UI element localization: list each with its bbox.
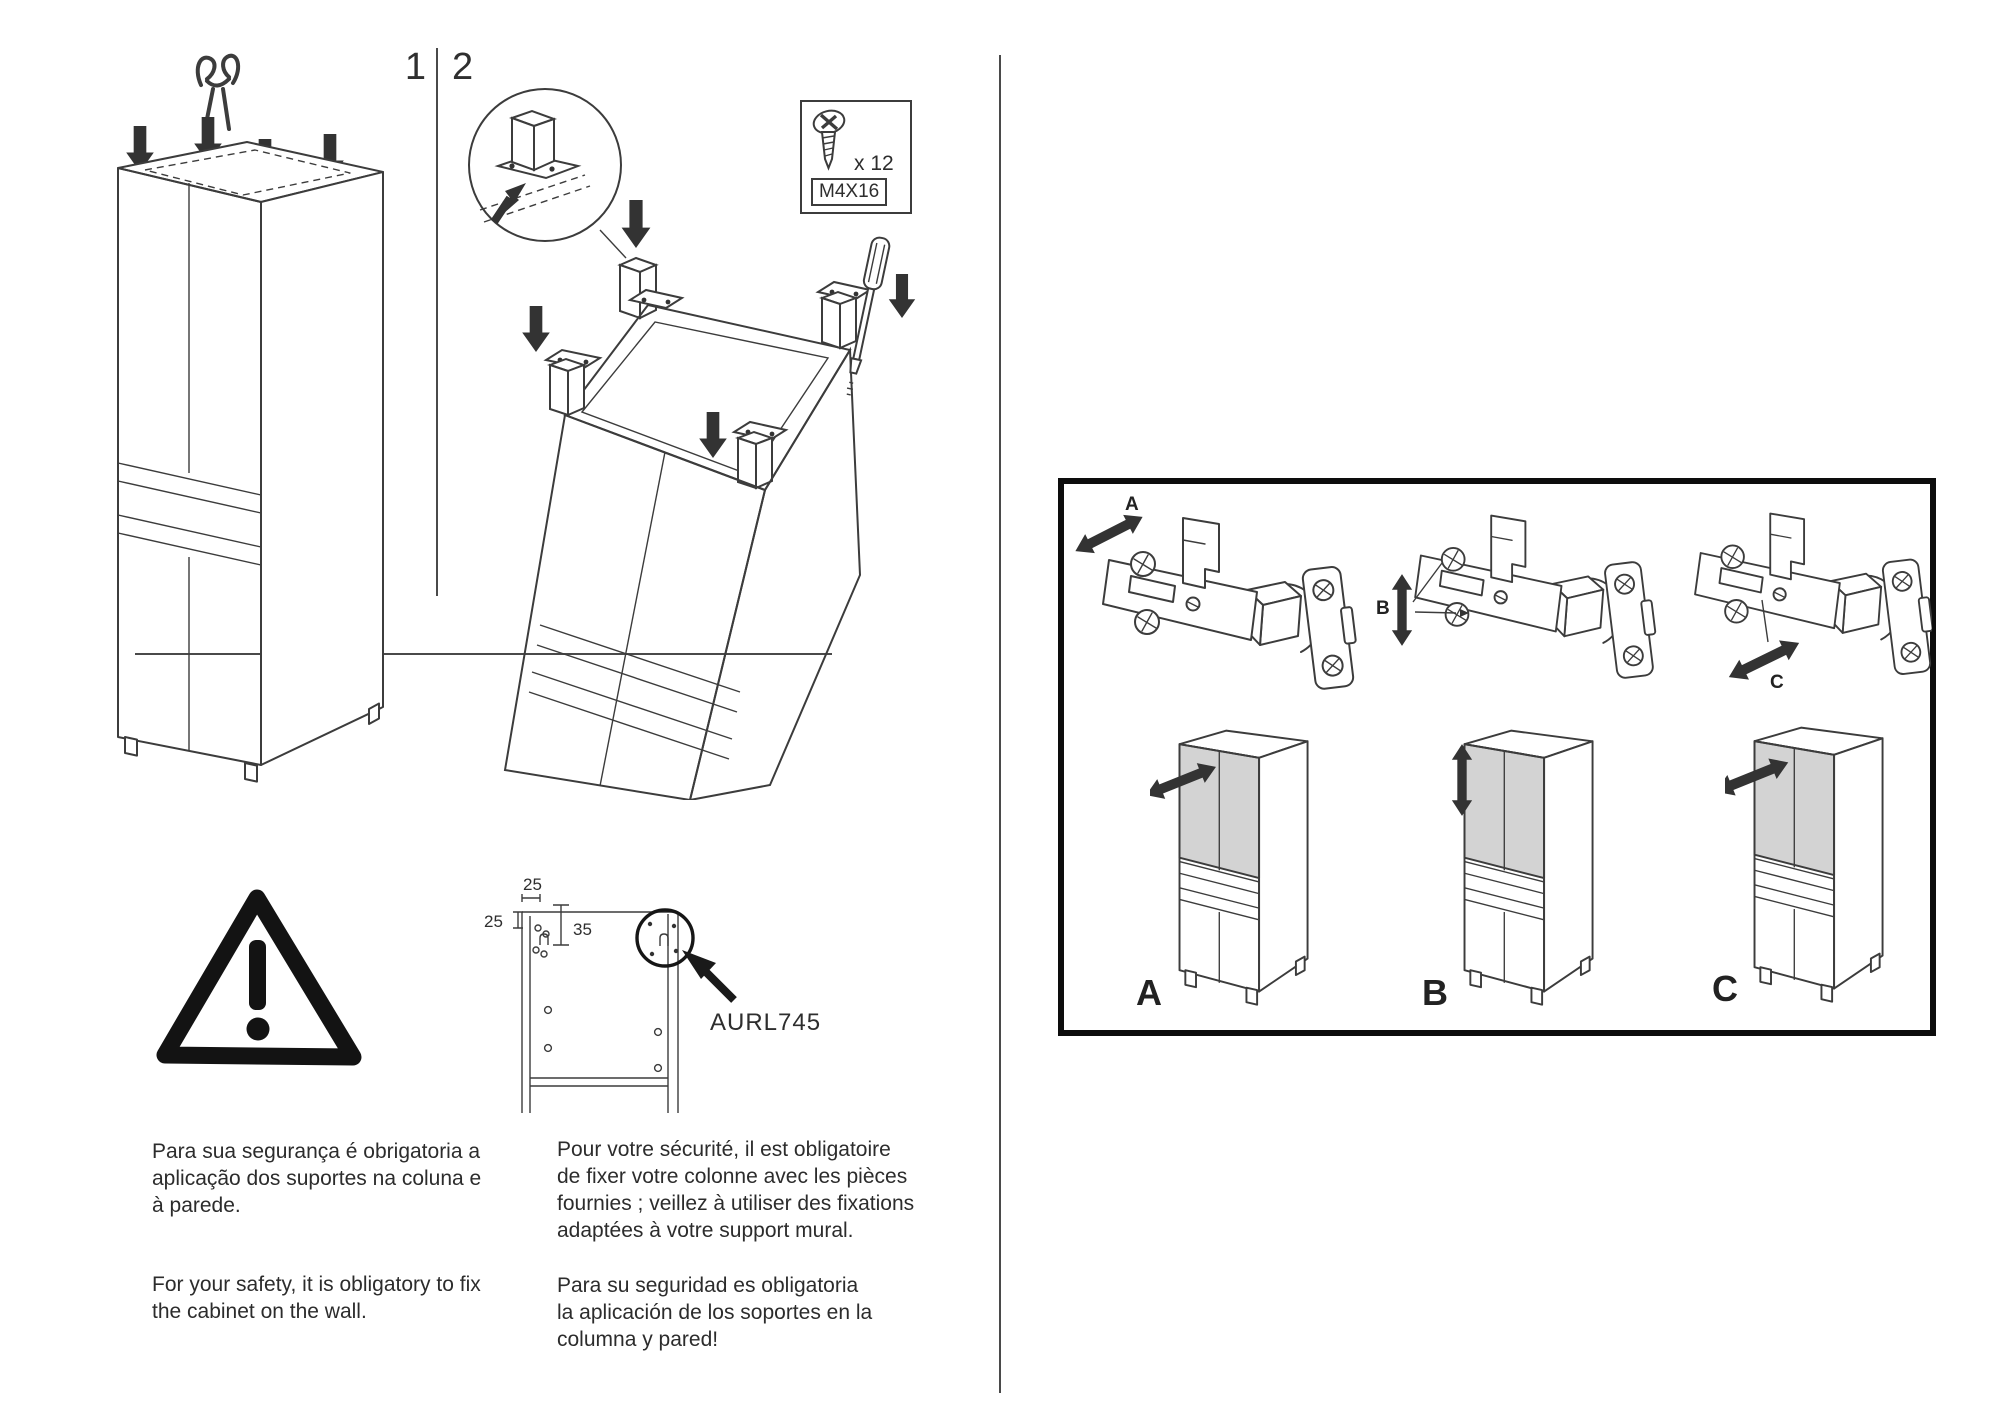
bracket-callout-circle [635,908,695,968]
safety-note-line: Para sua segurança é obrigatoria a [152,1140,481,1163]
screw-drive-arrow [888,274,916,318]
safety-note-line: adaptées à votre support mural. [557,1219,854,1242]
safety-note-french: Pour votre sécurité, il est obligatoire … [557,1136,957,1244]
step-2-number: 2 [452,46,474,88]
safety-note-line: columna y pared! [557,1328,719,1351]
page-divider-line [999,55,1001,1393]
bracket-pointer-arrow [682,950,737,1003]
safety-note-line: de fixer votre colonne avec les pièces [557,1165,908,1188]
dim-top-label: 25 [523,875,542,894]
dim-side-label: 25 [484,912,503,931]
safety-note-line: For your safety, it is obligatory to fix [152,1273,481,1296]
safety-note-line: Pour votre sécurité, il est obligatoire [557,1138,891,1161]
step2-feet-assembly-figure [468,88,916,800]
hinge-label-b: B [1376,598,1390,619]
screw-size-label: M4X16 [811,178,888,206]
safety-note-line: the cabinet on the wall. [152,1300,367,1323]
tall-cabinet-icon [1463,729,1594,1006]
safety-note-line: à parede. [152,1194,241,1217]
adjust-depth-arrow [1075,507,1148,561]
step1-cabinet-figure [117,53,384,783]
screwdriver-icon [846,236,891,396]
hinge-icon [1694,512,1932,676]
detached-foot [617,200,659,320]
safety-note-line: Para su seguridad es obligatoria [557,1274,859,1297]
safety-note-english: For your safety, it is obligatory to fix… [152,1271,512,1325]
hinge-label-a: A [1125,494,1139,515]
safety-note-portuguese: Para sua segurança é obrigatoria a aplic… [152,1138,512,1219]
cabinet-diagram-b [1451,729,1594,1006]
cabinet-label-c: C [1712,968,1738,1009]
safety-note-spanish: Para su seguridad es obligatoria la apli… [557,1272,957,1353]
hinge-diagram-c: C [1694,512,1932,693]
cabinet-label-a: A [1136,972,1162,1013]
dim-offset-label: 35 [573,920,592,939]
safety-note-line: la aplicación de los soportes en la [557,1301,873,1324]
pliers-icon [195,53,241,131]
hardware-parts-box: x 12 M4X16 [800,100,912,214]
screw-icon [812,109,846,171]
wall-fixing-dimension-diagram: 25 25 35 AURL745 [484,875,821,1113]
warning-triangle-icon [156,889,362,1066]
safety-note-line: aplicação dos suportes na coluna e [152,1167,482,1190]
safety-note-line: fournies ; veillez à utiliser des fixati… [557,1192,915,1215]
corner-feet [522,290,859,490]
step-divider-line [436,48,438,596]
step-1-number: 1 [404,46,426,88]
adjust-side-arrow [1724,632,1804,688]
adjust-height-arrow [1391,574,1413,646]
cabinet-label-b: B [1422,972,1448,1013]
foot-detail-callout [468,88,622,242]
hinge-diagram-b: B [1376,514,1662,680]
cabinet-back-panel-drawing [521,911,679,1113]
cabinet-diagram-a [1150,729,1309,1006]
hinge-icon [1102,517,1363,691]
bracket-part-code: AURL745 [710,1009,821,1036]
hinge-icon [1414,514,1662,680]
dimension-marks [513,894,569,946]
upright-cabinet-drawing [117,141,384,783]
hinge-diagram-a: A [1075,494,1363,691]
hinge-adjustment-panel [1058,478,1936,1036]
cabinet-diagram-c [1725,726,1884,1003]
hinge-label-c: C [1770,672,1784,693]
section-divider-line [135,653,832,655]
inverted-cabinet-body [503,346,862,800]
screw-quantity-label: x 12 [854,152,894,175]
